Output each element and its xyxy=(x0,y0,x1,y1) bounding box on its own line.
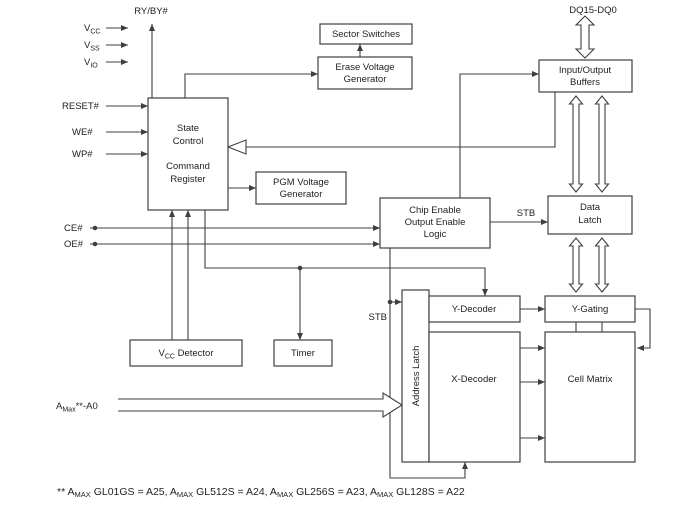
x-decoder-label: X-Decoder xyxy=(451,374,496,385)
address-bus-arrow xyxy=(118,392,404,418)
chip-enable-logic-label-3: Logic xyxy=(424,229,447,240)
chip-enable-logic-block xyxy=(379,197,491,249)
ce-label: CE# xyxy=(64,223,83,234)
pgm-voltage-generator-label-2: Generator xyxy=(280,189,323,200)
vcc-detector-block xyxy=(129,339,243,367)
bus-io-data-latch-2 xyxy=(594,95,610,193)
junction-dot-oe xyxy=(92,241,98,247)
junction-dot-ce xyxy=(92,225,98,231)
cell-matrix-block xyxy=(544,331,636,463)
dq-bus-arrow xyxy=(574,15,596,59)
bus-data-latch-y-gating-1 xyxy=(568,237,584,293)
vss-label: VSS xyxy=(84,40,100,53)
y-gating-label: Y-Gating xyxy=(572,304,609,315)
io-buffers-label-1: Input/Output xyxy=(559,65,612,76)
state-control-block xyxy=(147,97,229,211)
x-decoder-block xyxy=(428,331,521,463)
bus-data-latch-y-gating-2 xyxy=(594,237,610,293)
reset-label: RESET# xyxy=(62,101,100,112)
state-control-label-2: Control xyxy=(173,136,204,147)
address-latch-label: Address Latch xyxy=(411,346,422,407)
open-arrowhead-state-control xyxy=(226,139,247,155)
vcc-label: VCC xyxy=(84,23,100,36)
timer-label: Timer xyxy=(291,348,315,359)
state-control-label-1: State xyxy=(177,123,199,134)
timer-block xyxy=(273,339,333,367)
y-gating-block xyxy=(544,295,636,323)
state-control-label-4: Register xyxy=(170,174,205,185)
signal-labels: RY/BY# VCC VSS VIO RESET# WE# WP# CE# OE… xyxy=(56,5,617,414)
pgm-voltage-generator-block xyxy=(255,171,347,205)
line-chip-enable-to-io-buffers xyxy=(459,71,539,198)
pgm-voltage-generator-label-1: PGM Voltage xyxy=(273,177,329,188)
line-io-buffers-to-state-control xyxy=(246,92,556,148)
data-latch-label-1: Data xyxy=(580,202,601,213)
erase-voltage-generator-label-2: Generator xyxy=(344,74,387,85)
sector-switches-label: Sector Switches xyxy=(332,29,400,40)
we-label: WE# xyxy=(72,127,93,138)
state-control-label-3: Command xyxy=(166,161,210,172)
stb-bottom-label: STB xyxy=(369,312,387,323)
dq-label: DQ15-DQ0 xyxy=(569,5,617,16)
y-decoder-block xyxy=(428,295,521,323)
connection-lines xyxy=(90,15,651,479)
vio-label: VIO xyxy=(84,57,98,70)
vcc-detector-label: VCC Detector xyxy=(158,348,213,361)
sector-switches-block xyxy=(319,23,413,45)
wp-label: WP# xyxy=(72,149,93,160)
line-y-gating-to-cell-matrix xyxy=(635,308,651,351)
erase-voltage-generator-label-1: Erase Voltage xyxy=(335,62,394,73)
line-state-to-y-decoder xyxy=(204,210,488,296)
cell-matrix-label: Cell Matrix xyxy=(568,374,613,385)
ryby-label: RY/BY# xyxy=(134,6,168,17)
y-decoder-label: Y-Decoder xyxy=(452,304,497,315)
bus-io-data-latch-1 xyxy=(568,95,584,193)
io-buffers-block xyxy=(538,59,633,93)
footnote: ** AMAX GL01GS = A25, AMAX GL512S = A24,… xyxy=(57,486,465,499)
chip-enable-logic-label-2: Output Enable xyxy=(405,217,466,228)
io-buffers-label-2: Buffers xyxy=(570,77,600,88)
chip-enable-logic-label-1: Chip Enable xyxy=(409,205,461,216)
line-state-to-erase-gen xyxy=(184,71,318,98)
line-stb-net xyxy=(389,248,468,479)
data-latch-block xyxy=(547,195,633,235)
data-latch-label-2: Latch xyxy=(578,215,601,226)
stb-top-label: STB xyxy=(517,208,535,219)
amax-label: AMax**-A0 xyxy=(56,401,98,414)
erase-voltage-generator-block xyxy=(317,56,413,90)
blocks: State Control Command Register Sector Sw… xyxy=(129,23,636,463)
address-latch-block xyxy=(401,289,430,463)
oe-label: OE# xyxy=(64,239,84,250)
